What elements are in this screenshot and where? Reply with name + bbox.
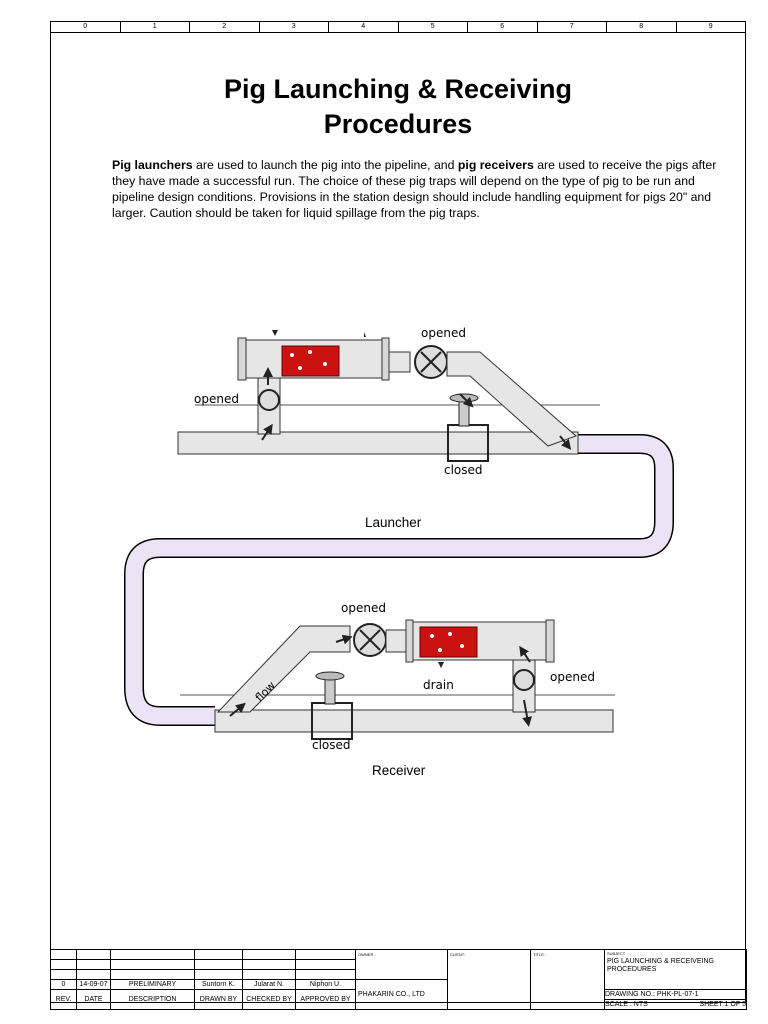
subject-line: PIG LAUNCHING & RECEIVEING xyxy=(607,958,714,965)
client-cell: CLIENT: xyxy=(447,949,531,1010)
approved-by-value: Niphon U. xyxy=(295,979,356,990)
receiver-closure xyxy=(545,619,555,663)
label-closed: closed xyxy=(312,738,351,752)
pig-dot xyxy=(438,648,442,652)
ruler-mark: 5 xyxy=(397,22,468,32)
drawing-sheet: 0 1 2 3 4 5 6 7 8 9 Pig Launching & Rece… xyxy=(50,21,746,1003)
pig-dot xyxy=(430,634,434,638)
subject-cell: SUBJECT PIG LAUNCHING & RECEIVEING PROCE… xyxy=(604,949,747,990)
subject-line: PROCEDURES xyxy=(607,966,657,973)
description-header: DESCRIPTION xyxy=(110,989,195,1010)
barrel-flange xyxy=(405,619,414,663)
ruler-mark: 7 xyxy=(536,22,607,32)
ruler-mark: 2 xyxy=(189,22,259,32)
rev-value: 0 xyxy=(50,979,77,990)
pig xyxy=(419,626,478,658)
drawing-number: DRAWING NO.: PHK-PL-07-1 xyxy=(605,991,746,1000)
pig-dot xyxy=(323,362,327,366)
drawing-info: DRAWING NO.: PHK-PL-07-1 SCALE : NTS SHE… xyxy=(604,989,747,1010)
rev-header: REV. xyxy=(50,989,77,1010)
label-opened: opened xyxy=(341,601,386,615)
intro-paragraph: Pig launchers are used to launch the pig… xyxy=(112,158,717,220)
approved-by-header: APPROVED BY xyxy=(295,989,356,1010)
branch-valve xyxy=(258,389,280,411)
label-opened: opened xyxy=(421,326,466,340)
pig-dot xyxy=(460,644,464,648)
checked-by-header: CHECKED BY xyxy=(242,989,296,1010)
description-value: PRELIMINARY xyxy=(110,979,195,990)
ruler-mark: 4 xyxy=(328,22,398,32)
receiver-caption: Receiver xyxy=(372,763,426,778)
page-title: Pig Launching & Receiving Procedures xyxy=(223,74,573,139)
valve-handwheel xyxy=(315,671,345,681)
ruler-mark: 9 xyxy=(675,22,746,32)
receiver-assembly: opened opened closed drain flow xyxy=(180,601,615,752)
branch-valve xyxy=(513,669,535,691)
reducer xyxy=(385,629,409,653)
pig-dot xyxy=(308,350,312,354)
term-pig-receivers: pig receivers xyxy=(457,158,534,172)
title-cell: TITLE : xyxy=(530,949,605,1010)
label-opened: opened xyxy=(194,392,239,406)
title-block: OWNER : CLIENT: TITLE : SUBJECT PIG LAUN… xyxy=(50,949,747,1010)
ruler-mark: 3 xyxy=(258,22,329,32)
pig xyxy=(281,345,340,377)
label-closed: closed xyxy=(444,463,483,477)
label-opened: opened xyxy=(550,670,595,684)
launcher-assembly: opened opened closed xyxy=(177,326,600,477)
pig-dot xyxy=(290,353,294,357)
date-header: DATE xyxy=(76,989,111,1010)
main-pipeline xyxy=(214,709,614,733)
grid-ruler: 0 1 2 3 4 5 6 7 8 9 xyxy=(51,22,745,33)
date-value: 14-09-07 xyxy=(76,979,111,990)
receiver-inlet-line xyxy=(216,625,351,713)
drawn-by-value: Suntorn K. xyxy=(194,979,243,990)
reducer xyxy=(388,351,411,373)
owner-cell: OWNER : xyxy=(355,949,448,980)
ruler-mark: 1 xyxy=(119,22,190,32)
owner-value: PHAKARIN CO., LTD xyxy=(355,979,448,1010)
ruler-mark: 0 xyxy=(83,23,88,30)
barrel-flange xyxy=(381,337,390,381)
connecting-pipe-fill xyxy=(125,435,673,725)
launcher-caption: Launcher xyxy=(365,515,422,530)
kicker-line xyxy=(446,351,577,447)
main-pipeline xyxy=(177,431,579,455)
checked-by-value: Jularat N. xyxy=(242,979,296,990)
ruler-mark: 6 xyxy=(467,22,537,32)
label-drain: drain xyxy=(423,678,454,692)
ruler-mark: 8 xyxy=(606,22,676,32)
pig-dot xyxy=(448,632,452,636)
scale: SCALE : NTS xyxy=(605,1001,648,1008)
sheet-number: SHEET 1 OF 5 xyxy=(699,1001,746,1008)
pig-dot xyxy=(298,366,302,370)
launcher-closure xyxy=(237,337,247,381)
term-pig-launchers: Pig launchers xyxy=(112,158,193,172)
drawn-by-header: DRAWN BY xyxy=(194,989,243,1010)
